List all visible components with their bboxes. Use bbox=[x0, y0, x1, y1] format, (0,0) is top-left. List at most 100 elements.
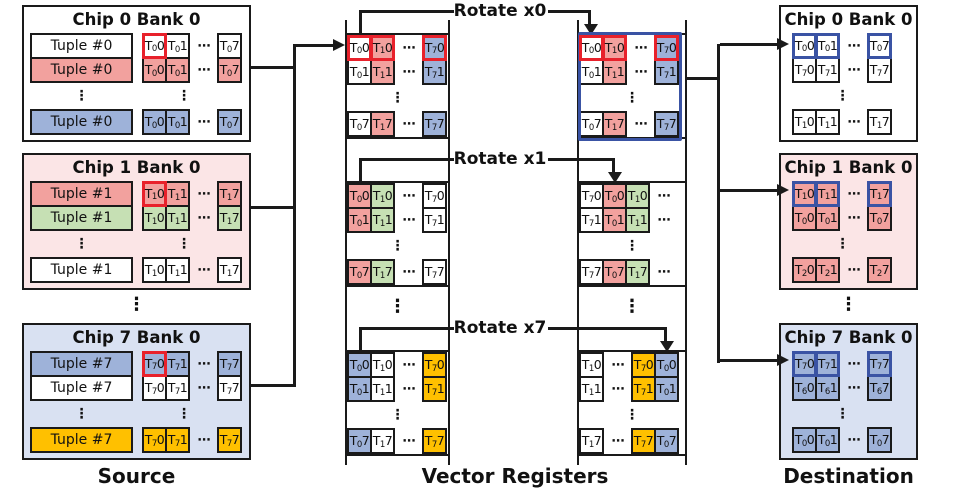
arrowhead-down-icon bbox=[660, 341, 674, 352]
rotate-label: Rotate x0 bbox=[453, 1, 547, 21]
rotate-connector-right bbox=[548, 158, 615, 161]
ellipsis: ⋯ bbox=[402, 381, 416, 397]
vertical-dots: ⋮ bbox=[177, 236, 191, 252]
tuple-label: Tuple #0 bbox=[30, 57, 133, 83]
ellipsis: ⋯ bbox=[402, 40, 416, 56]
rotate-label: Rotate x1 bbox=[453, 149, 547, 169]
cell-subscript: 7 bbox=[824, 68, 830, 79]
register-input-line bbox=[296, 44, 334, 47]
cell-subscript: 7 bbox=[431, 270, 437, 281]
cell-subscript: 7 bbox=[663, 45, 669, 56]
vertical-dots: ⋮ bbox=[839, 294, 858, 315]
cell-subscript: 7 bbox=[174, 386, 180, 397]
ellipsis: ⋯ bbox=[657, 188, 671, 204]
chip-title: Chip 7 Bank 0 bbox=[784, 328, 913, 347]
vector-registers-caption: Vector Registers bbox=[421, 464, 609, 488]
ellipsis: ⋯ bbox=[611, 381, 625, 397]
destination-caption: Destination bbox=[783, 464, 914, 488]
cell-subscript: 0 bbox=[588, 122, 594, 133]
dest-chip7-line bbox=[720, 359, 778, 362]
rotate-connector-up bbox=[359, 12, 362, 34]
ellipsis: ⋯ bbox=[402, 188, 416, 204]
cell-subscript: 1 bbox=[226, 216, 232, 227]
cell-subscript: 1 bbox=[611, 45, 617, 56]
cell-subscript: 1 bbox=[611, 70, 617, 81]
chip-title: Chip 0 Bank 0 bbox=[72, 10, 201, 29]
cell-subscript: 1 bbox=[174, 216, 180, 227]
chip-title: Chip 1 Bank 0 bbox=[72, 158, 201, 177]
cell-subscript: 6 bbox=[801, 386, 807, 397]
cell-subscript: 1 bbox=[379, 194, 385, 205]
rotate-connector-left bbox=[359, 158, 454, 161]
cell-subscript: 7 bbox=[431, 70, 437, 81]
vertical-dots: ⋮ bbox=[623, 296, 641, 317]
cell-subscript: 7 bbox=[824, 361, 830, 372]
rotate-connector-right bbox=[548, 327, 667, 330]
tuple-label: Tuple #7 bbox=[30, 375, 133, 401]
tuple-label: Tuple #1 bbox=[30, 181, 133, 207]
cell-subscript: 2 bbox=[824, 268, 830, 279]
cell-subscript: 0 bbox=[588, 70, 594, 81]
tuple-label: Tuple #7 bbox=[30, 427, 133, 453]
cell-subscript: 0 bbox=[151, 68, 157, 79]
ellipsis: ⋯ bbox=[847, 356, 861, 372]
cell-subscript: 1 bbox=[379, 363, 385, 374]
cell-subscript: 0 bbox=[174, 68, 180, 79]
cell-subscript: 0 bbox=[801, 216, 807, 227]
vertical-dots: ⋮ bbox=[127, 294, 146, 315]
source-caption: Source bbox=[97, 464, 176, 488]
cell-subscript: 0 bbox=[824, 216, 830, 227]
cell-subscript: 7 bbox=[151, 386, 157, 397]
ellipsis: ⋯ bbox=[197, 62, 211, 78]
ellipsis: ⋯ bbox=[634, 40, 648, 56]
cell-subscript: 0 bbox=[356, 387, 362, 398]
arrowhead-down-icon bbox=[584, 24, 598, 35]
ellipsis: ⋯ bbox=[657, 212, 671, 228]
cell-subscript: 1 bbox=[801, 120, 807, 131]
vertical-dots: ⋮ bbox=[835, 88, 850, 104]
cell-subscript: 1 bbox=[226, 192, 232, 203]
